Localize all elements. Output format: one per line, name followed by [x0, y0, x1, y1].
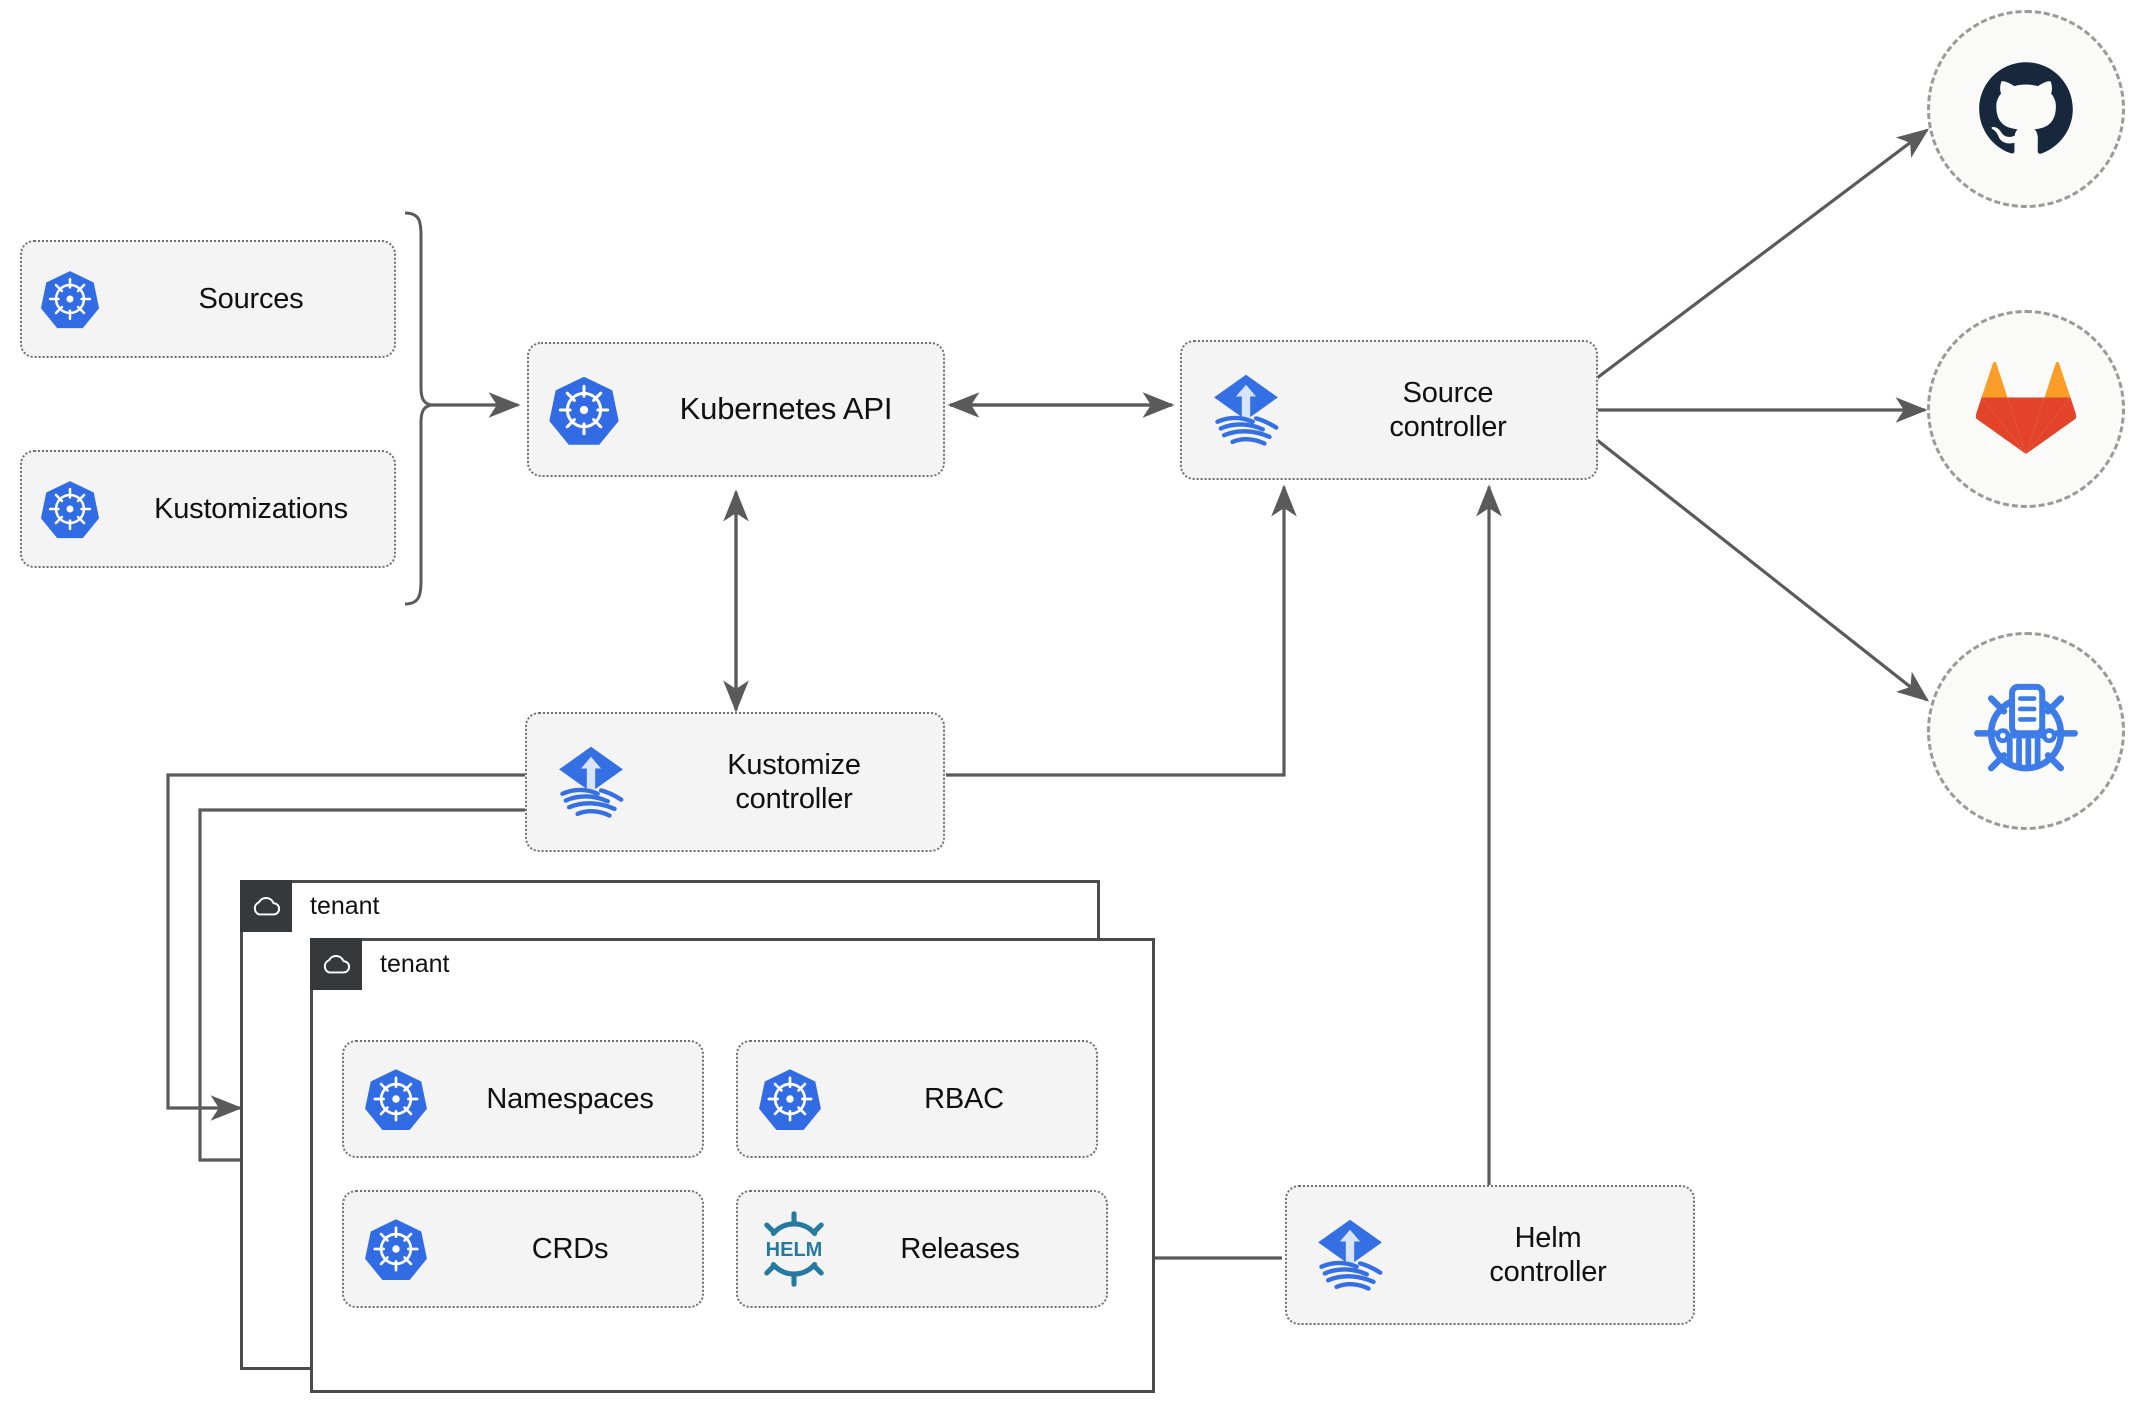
- node-source-controller[interactable]: Source controller: [1180, 340, 1598, 480]
- node-source-controller-label: Source controller: [1389, 376, 1507, 443]
- tenant-label: tenant: [380, 950, 450, 978]
- svg-text:HELM: HELM: [766, 1239, 823, 1261]
- node-releases-label: Releases: [900, 1232, 1020, 1265]
- node-kustomize-controller[interactable]: Kustomize controller: [525, 712, 945, 852]
- kubernetes-icon: [529, 373, 639, 447]
- tenant-card-front[interactable]: tenant: [310, 938, 1155, 1393]
- flux-icon: [1182, 368, 1310, 452]
- tenant-header: tenant: [240, 880, 380, 932]
- gitlab-icon: [1976, 362, 2076, 454]
- helm-icon: HELM: [738, 1209, 850, 1289]
- node-namespaces-label: Namespaces: [486, 1082, 654, 1115]
- cloud-icon: [310, 938, 362, 990]
- cloud-icon: [240, 880, 292, 932]
- node-kubernetes-api-label: Kubernetes API: [679, 391, 893, 427]
- node-releases[interactable]: HELM Releases: [736, 1190, 1108, 1308]
- node-kustomize-controller-label: Kustomize controller: [727, 748, 861, 815]
- kubernetes-icon: [344, 1216, 448, 1282]
- node-rbac-label: RBAC: [924, 1082, 1004, 1115]
- edge-kustomize-to-source: [946, 484, 1297, 777]
- kubernetes-icon: [22, 268, 118, 330]
- chart-repository-icon: [1974, 683, 2078, 772]
- node-sources-label: Sources: [198, 282, 304, 315]
- tenant-label: tenant: [310, 892, 380, 920]
- flux-icon: [527, 740, 655, 824]
- tenant-header: tenant: [310, 938, 450, 990]
- kubernetes-icon: [344, 1066, 448, 1132]
- node-rbac[interactable]: RBAC: [736, 1040, 1098, 1158]
- node-sources[interactable]: Sources: [20, 240, 396, 358]
- provider-github[interactable]: [1927, 10, 2125, 208]
- node-helm-controller[interactable]: Helm controller: [1285, 1185, 1695, 1325]
- edge-group-brace: [404, 211, 433, 606]
- edge-source-to-chartrepo: [1596, 438, 1930, 702]
- edge-source-to-github: [1596, 128, 1930, 380]
- github-icon: [1979, 62, 2073, 154]
- flux-icon: [1287, 1213, 1413, 1297]
- node-kustomizations-label: Kustomizations: [154, 492, 348, 525]
- kubernetes-icon: [22, 478, 118, 540]
- kubernetes-icon: [738, 1066, 842, 1132]
- node-kustomizations[interactable]: Kustomizations: [20, 450, 396, 568]
- provider-gitlab[interactable]: [1927, 310, 2125, 508]
- node-kubernetes-api[interactable]: Kubernetes API: [527, 342, 945, 477]
- node-crds-label: CRDs: [531, 1232, 609, 1265]
- node-namespaces[interactable]: Namespaces: [342, 1040, 704, 1158]
- node-helm-controller-label: Helm controller: [1489, 1221, 1607, 1288]
- provider-chart-repository[interactable]: [1927, 632, 2125, 830]
- node-crds[interactable]: CRDs: [342, 1190, 704, 1308]
